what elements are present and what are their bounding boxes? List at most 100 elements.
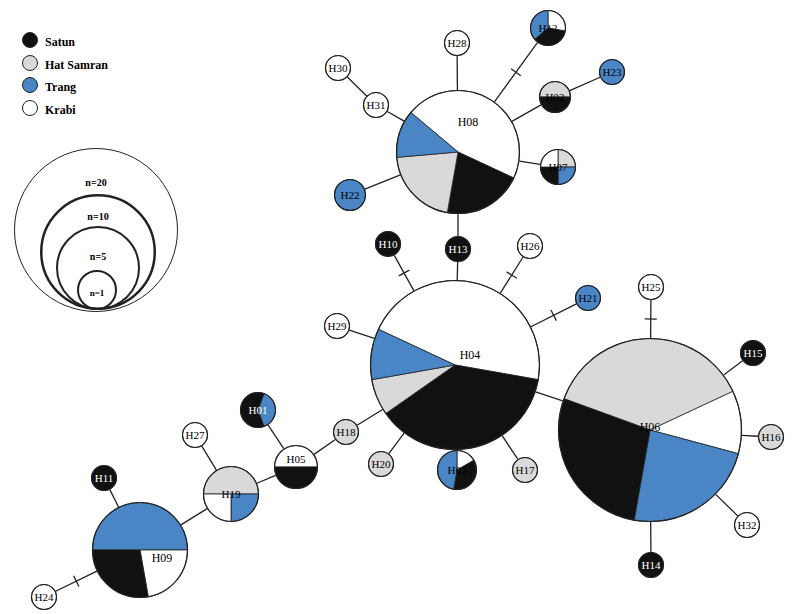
network-link xyxy=(357,410,383,426)
network-link xyxy=(724,361,743,375)
haplotype-node: H27 xyxy=(182,422,208,448)
size-label: n=20 xyxy=(85,178,106,188)
network-link xyxy=(742,435,758,437)
legend-swatch xyxy=(22,100,38,116)
pie-slice xyxy=(558,399,650,520)
pie-slice xyxy=(446,237,471,262)
legend-row: Krabi xyxy=(22,100,53,116)
network-link xyxy=(502,436,518,459)
haplotype-label: H08 xyxy=(458,116,479,128)
haplotype-node: H24 xyxy=(31,584,57,610)
size-circle: n=5 n=1 xyxy=(56,226,140,310)
pie-slice xyxy=(759,425,784,450)
pie-slice xyxy=(634,430,738,522)
pie-slice xyxy=(32,585,57,610)
haplotype-node: H29 xyxy=(324,313,350,339)
node-outline xyxy=(513,458,538,483)
size-circle: n=20 n=10 n=5 n=1 xyxy=(14,148,178,312)
haplotype-node: H15 xyxy=(740,340,766,366)
haplotype-label: H15 xyxy=(744,348,763,359)
haplotype-label: H22 xyxy=(341,190,360,201)
network-link xyxy=(512,105,541,122)
mutation-tick xyxy=(551,310,556,321)
pie-slice xyxy=(275,446,318,468)
haplotype-label: H30 xyxy=(329,63,348,74)
pie-slice xyxy=(741,341,766,366)
haplotype-node: H05 xyxy=(274,445,318,489)
haplotype-node: H23 xyxy=(599,59,625,85)
node-outline xyxy=(371,281,540,450)
haplotype-node: H02 xyxy=(539,81,571,113)
node-outline xyxy=(183,423,208,448)
pie-slice xyxy=(445,31,470,56)
pie-slice xyxy=(397,152,458,213)
size-ring xyxy=(15,149,178,312)
haplotype-label: H14 xyxy=(642,560,661,571)
legend-row: Hat Samran xyxy=(22,55,85,71)
network-link xyxy=(536,392,563,401)
haplotype-node: H25 xyxy=(638,274,664,300)
node-outline xyxy=(541,150,576,185)
pie-slice xyxy=(326,56,351,81)
node-outline xyxy=(600,60,625,85)
mutation-tick xyxy=(399,270,409,276)
haplotype-label: H21 xyxy=(579,293,598,304)
network-link xyxy=(457,262,459,280)
node-outline xyxy=(576,286,601,311)
node-outline xyxy=(639,553,664,578)
size-label: n=10 xyxy=(87,212,108,222)
pie-slice xyxy=(376,232,401,257)
legend-label: Krabi xyxy=(45,102,76,118)
pie-slice xyxy=(364,93,389,118)
network-link xyxy=(457,214,458,236)
pie-slice xyxy=(183,423,208,448)
legend-label: Trang xyxy=(45,79,76,95)
haplotype-node: H06 xyxy=(558,338,742,522)
haplotype-node: H28 xyxy=(444,30,470,56)
size-label: n=1 xyxy=(90,289,105,298)
haplotype-node: H32 xyxy=(734,512,760,538)
haplotype-label: H12 xyxy=(539,23,558,34)
pie-slice xyxy=(334,420,359,445)
pie-chart xyxy=(396,90,520,214)
size-label: n=5 xyxy=(90,252,106,262)
pie-slice xyxy=(639,553,664,578)
haplotype-node: H04 xyxy=(370,280,540,450)
node-outline xyxy=(335,180,366,211)
node-outline xyxy=(376,232,401,257)
pie-slice xyxy=(518,234,543,259)
size-ring xyxy=(78,271,116,309)
size-circle: n=10 n=5 n=1 xyxy=(40,194,156,310)
haplotype-label: H24 xyxy=(35,592,54,603)
network-link xyxy=(650,522,652,552)
haplotype-label: H25 xyxy=(642,282,661,293)
pie-slice xyxy=(639,275,664,300)
network-link xyxy=(500,257,523,293)
haplotype-node: H17 xyxy=(512,457,538,483)
haplotype-label: H32 xyxy=(738,520,757,531)
network-link xyxy=(494,43,537,102)
legend-label: Satun xyxy=(45,34,75,50)
network-link xyxy=(365,175,401,189)
haplotype-label: H06 xyxy=(640,421,661,433)
haplotype-label: H29 xyxy=(328,321,347,332)
haplotype-node: H20 xyxy=(368,451,394,477)
haplotype-node: H31 xyxy=(363,92,389,118)
network-link xyxy=(570,77,600,90)
node-outline xyxy=(369,452,394,477)
node-outline xyxy=(241,393,276,428)
node-outline xyxy=(275,446,318,489)
network-link xyxy=(56,571,97,591)
haplotype-node: H19 xyxy=(203,466,259,522)
pie-slice xyxy=(325,314,350,339)
pie-chart xyxy=(274,445,318,489)
legend-label: Hat Samran xyxy=(45,57,108,73)
size-ring xyxy=(41,195,155,309)
network-link xyxy=(519,161,540,164)
node-outline xyxy=(438,451,477,490)
network-link xyxy=(456,56,458,90)
network-link xyxy=(387,111,404,121)
haplotype-label: H31 xyxy=(367,100,386,111)
haplotype-node: H01 xyxy=(240,392,276,428)
node-outline xyxy=(540,82,571,113)
